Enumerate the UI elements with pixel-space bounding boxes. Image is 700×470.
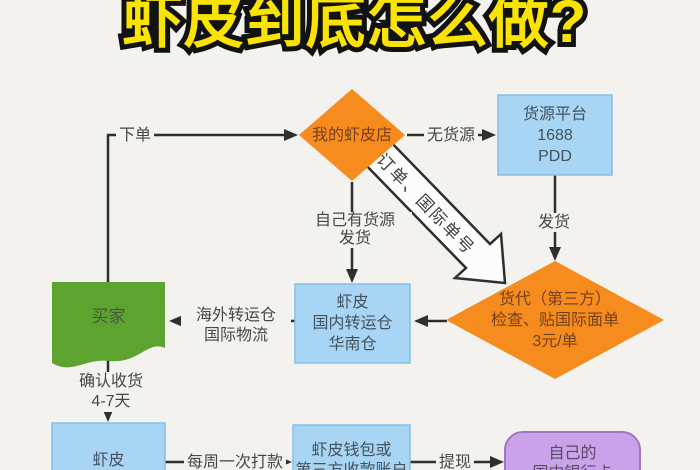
- place-order-label: 下单: [116, 126, 155, 145]
- own-supply-label: 自己有货源 发货: [298, 212, 412, 248]
- transfer-warehouse-line1: 虾皮: [336, 294, 369, 311]
- confirm-receipt-label: 确认收货 4-7天: [64, 372, 158, 412]
- transfer-warehouse-label: 虾皮 国内转运仓 华南仓: [295, 284, 410, 363]
- shop-node-label: 我的虾皮店: [311, 126, 392, 144]
- no-supply-label: 无货源: [424, 126, 479, 145]
- forwarder-line3: 3元/单: [532, 332, 578, 350]
- supply-platform-label: 货源平台 1688 PDD: [498, 95, 612, 175]
- overseas-line2: 国际物流: [203, 327, 268, 344]
- transfer-warehouse-line2: 国内转运仓: [312, 315, 393, 332]
- transfer-warehouse-line3: 华南仓: [328, 336, 377, 353]
- platform-ship-label: 发货: [535, 213, 574, 232]
- bank-card-node-label: 自己的 国内银行卡: [505, 432, 640, 470]
- overseas-logistics-label: 海外转运仓 国际物流: [181, 306, 291, 346]
- shop-diamond: [299, 89, 405, 181]
- wallet-line1: 虾皮钱包或: [311, 442, 392, 459]
- withdraw-label: 提现: [436, 453, 475, 470]
- buyer-node-label: 买家: [91, 306, 126, 326]
- supply-platform-line1: 货源平台: [522, 105, 587, 123]
- supply-platform-line3: PDD: [538, 147, 572, 165]
- page-title: 虾皮到底怎么做?: [122, 0, 588, 55]
- forwarder-diamond: [446, 261, 664, 379]
- wallet-line2: 第三方收款账户: [295, 461, 407, 470]
- supply-platform-line2: 1688: [537, 126, 573, 144]
- forwarder-line2: 检查、贴国际面单: [490, 311, 619, 329]
- edge-place-order: [106, 129, 298, 282]
- forwarder-line1: 货代（第三方）: [498, 290, 611, 308]
- overseas-line1: 海外转运仓: [195, 307, 276, 324]
- confirm-line2: 4-7天: [91, 393, 131, 410]
- shopee-node-label: 虾皮: [92, 452, 125, 469]
- bank-card-box: [504, 431, 641, 470]
- buyer-document-shape: [52, 282, 165, 368]
- page-title-outline: 虾皮到底怎么做?: [118, 0, 592, 60]
- order-tracking-arrow: [359, 134, 507, 285]
- bank-card-line1: 自己的: [548, 445, 597, 462]
- shopee-box: [51, 422, 166, 470]
- forwarder-node-label: 货代（第三方） 检查、贴国际面单 3元/单: [455, 288, 655, 352]
- own-supply-line2: 发货: [338, 230, 371, 247]
- transfer-warehouse-box: [294, 283, 411, 364]
- own-supply-line1: 自己有货源: [314, 212, 395, 229]
- bank-card-line2: 国内银行卡: [532, 464, 612, 470]
- supply-platform-box: [497, 94, 613, 176]
- wallet-node-label: 虾皮钱包或 第三方收款账户: [293, 425, 410, 470]
- wallet-box: [292, 424, 411, 470]
- weekly-payment-label: 每周一次打款: [184, 453, 287, 470]
- confirm-line1: 确认收货: [78, 373, 143, 390]
